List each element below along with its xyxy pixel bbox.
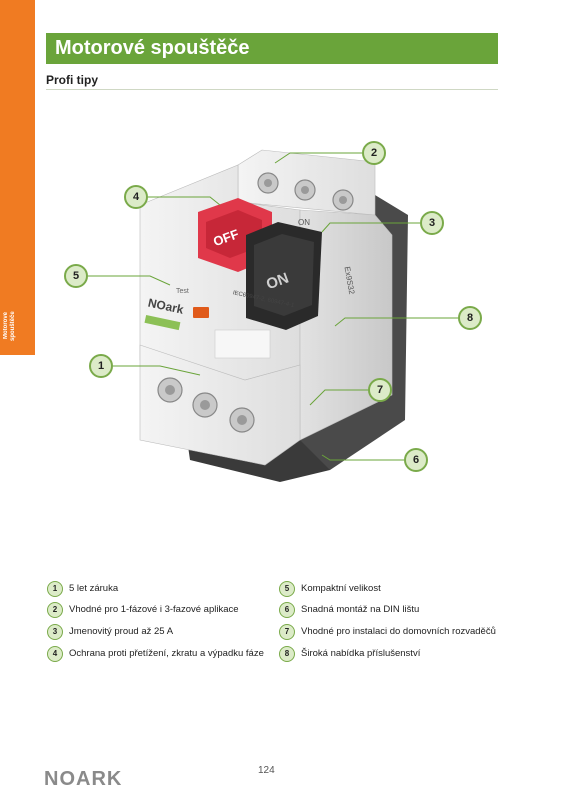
legend-text: Vhodné pro 1-fázové i 3-fazové aplikace [69,604,239,615]
page-title: Motorové spouštěče [55,37,250,59]
legend-text: Jmenovitý proud až 25 A [69,626,174,637]
on-indicator-label: ON [298,218,310,227]
legend-text: 5 let záruka [69,583,119,594]
legend-number: 3 [47,623,63,640]
callout-2: 2 [362,141,386,165]
side-tab: Motorové spouštěče [0,0,35,355]
legend-number: 2 [47,601,63,618]
section-subtitle: Profi tipy [46,73,99,87]
legend-item: 5 Kompaktní velikost [279,580,381,597]
callout-5: 5 [64,264,88,288]
callout-7: 7 [368,378,392,402]
legend-number: 6 [279,601,295,618]
page-number: 124 [258,765,275,776]
legend-number: 7 [279,623,295,640]
callout-6: 6 [404,448,428,472]
on-button-label: ON [264,270,291,294]
title-bar: Motorové spouštěče [46,33,498,64]
legend-item: 4 Ochrana proti přetížení, zkratu a výpa… [47,645,264,662]
bottom-terminal-front [139,344,301,466]
subtitle-divider [46,89,498,90]
noark-logo-text: NOARK [44,768,122,790]
test-label: Test [176,288,189,295]
legend-text: Ochrana proti přetížení, zkratu a výpadk… [69,648,264,659]
noark-logo: NOARK [44,768,122,790]
callout-3: 3 [420,211,444,235]
motor-starter-illustration: OFF ON ON NOark Test IEC60947-2, 60947-4… [88,149,470,482]
legend-text: Snadná montáž na DIN lištu [301,604,420,615]
callout-1: 1 [89,354,113,378]
legend-item: 6 Snadná montáž na DIN lištu [279,601,419,618]
leader-lines [88,152,470,461]
legend-item: 1 5 let záruka [47,580,118,597]
legend-item: 2 Vhodné pro 1-fázové i 3-fazové aplikac… [47,601,239,618]
legend-number: 4 [47,645,63,662]
status-indicator [193,307,209,318]
green-strip [144,314,181,331]
callout-8: 8 [458,306,482,330]
legend-text: Kompaktní velikost [301,583,381,594]
legend-number: 5 [279,580,295,597]
legend-number: 8 [279,645,295,662]
callout-4: 4 [124,185,148,209]
legend-item: 7 Vhodné pro instalaci do domovních rozv… [279,623,496,640]
legend-text: Široká nabídka příslušenství [301,648,421,659]
label-area [214,329,271,359]
legend-text: Vhodné pro instalaci do domovních rozvad… [301,626,496,637]
legend-item: 8 Široká nabídka příslušenství [279,645,420,662]
legend-item: 3 Jmenovitý proud až 25 A [47,623,173,640]
legend-number: 1 [47,580,63,597]
